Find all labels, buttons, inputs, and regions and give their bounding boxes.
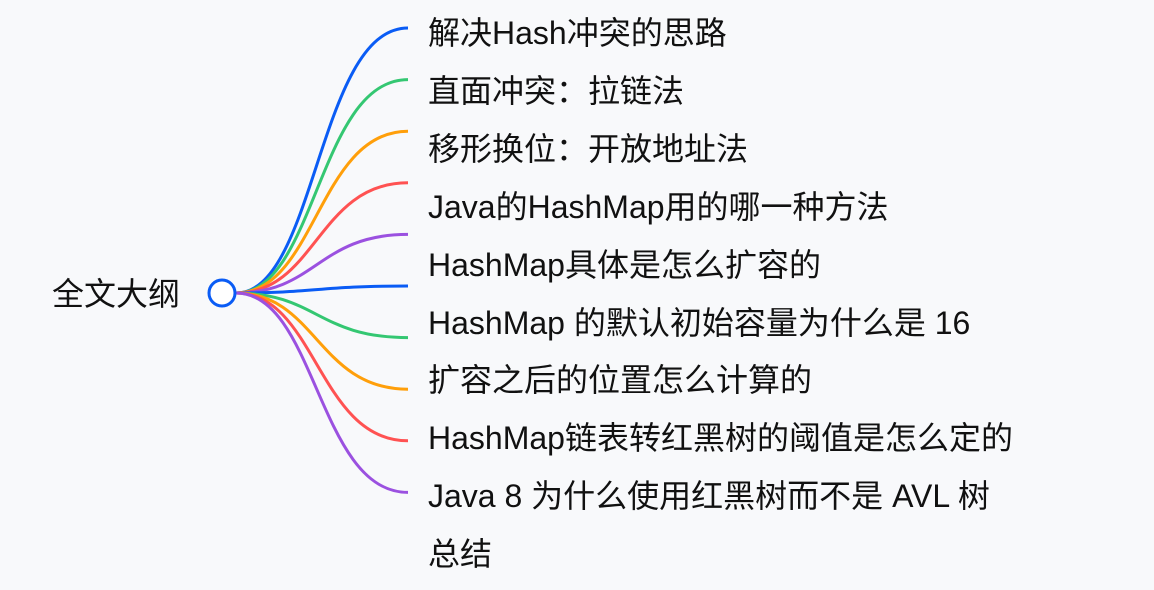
edge-4 [235, 232, 409, 295]
edge-6 [235, 291, 409, 340]
child-node[interactable]: 总结 [428, 536, 493, 573]
root-node-label[interactable]: 全文大纲 [52, 276, 181, 312]
child-node[interactable]: 扩容之后的位置怎么计算的 [428, 362, 813, 399]
edge-7 [235, 291, 409, 391]
child-node[interactable]: HashMap链表转红黑树的阈值是怎么定的 [428, 420, 1013, 457]
edge-3 [235, 181, 409, 295]
edge-1 [235, 78, 409, 295]
root-collapse-toggle[interactable] [207, 278, 237, 308]
edge-9 [235, 291, 409, 494]
child-node[interactable]: Java 8 为什么使用红黑树而不是 AVL 树 [428, 478, 990, 515]
child-node[interactable]: 移形换位：开放地址法 [428, 130, 749, 167]
child-node[interactable]: HashMap具体是怎么扩容的 [428, 246, 821, 283]
child-node[interactable]: 直面冲突：拉链法 [428, 72, 685, 109]
child-node[interactable]: HashMap 的默认初始容量为什么是 16 [428, 304, 971, 341]
edge-0 [235, 26, 409, 295]
edge-8 [235, 291, 409, 443]
child-node[interactable]: 解决Hash冲突的思路 [428, 15, 727, 51]
edge-2 [235, 129, 409, 295]
child-node[interactable]: Java的HashMap用的哪一种方法 [428, 188, 889, 225]
edge-5 [235, 284, 409, 295]
